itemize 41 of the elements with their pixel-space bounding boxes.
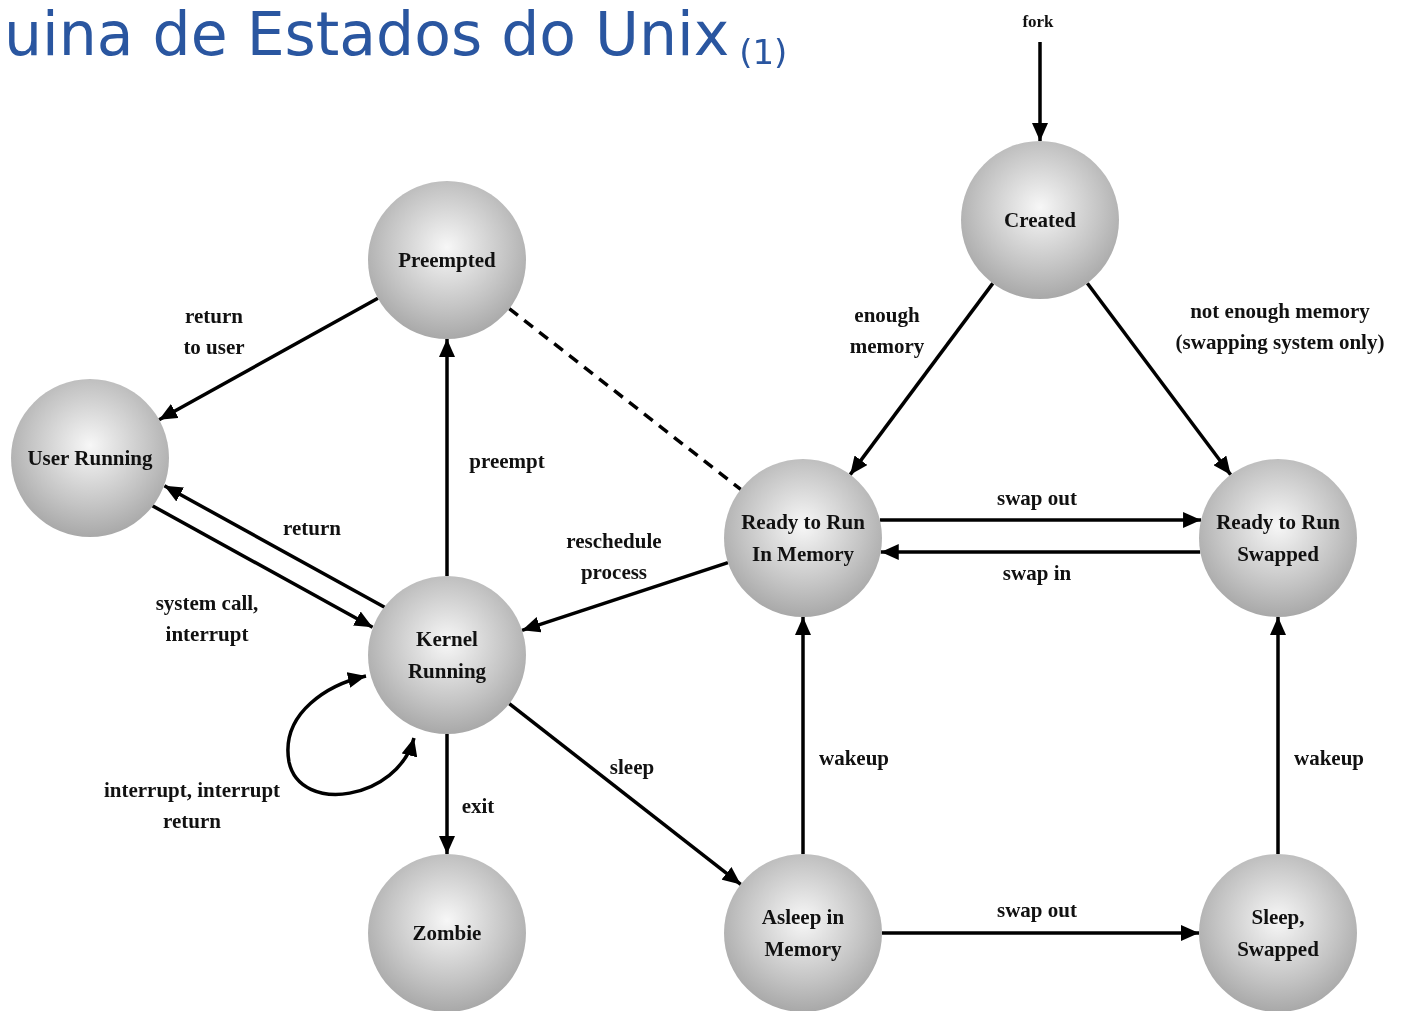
arrow [1032, 42, 1048, 141]
edge-label: swap out [996, 484, 1078, 512]
edge-label: swap out [996, 896, 1078, 924]
edge-label: interrupt, interrupt return [102, 777, 282, 835]
arrow [882, 925, 1199, 941]
state-label: Asleep in Memory [760, 904, 846, 963]
loop-arrow [286, 672, 416, 796]
state-label: Kernel Running [406, 626, 488, 685]
edge-label: not enough memory (swapping system only) [1174, 298, 1386, 356]
state-label: Preempted [397, 247, 497, 274]
edge-label: reschedule process [565, 528, 663, 586]
arrow [508, 702, 742, 886]
arrow [521, 561, 729, 633]
edge-label: swap in [1001, 559, 1073, 587]
edge-label: wakeup [818, 744, 890, 772]
edge-label: return to user [182, 303, 246, 361]
edge-label: sleep [608, 753, 656, 781]
edge-label: exit [460, 792, 496, 820]
edge-label: fork [1021, 12, 1055, 32]
arrow [158, 296, 379, 422]
arrow [1270, 617, 1286, 854]
state-label: Sleep, Swapped [1236, 904, 1320, 963]
state-label: Zombie [411, 920, 483, 947]
edge-label: system call, interrupt [154, 590, 260, 648]
state-label: Ready to Run In Memory [740, 509, 866, 568]
arrow [848, 282, 995, 476]
arrow [795, 617, 811, 854]
arrow [439, 339, 455, 576]
arrow [163, 484, 386, 609]
state-label: Created [1003, 207, 1077, 234]
state-label: Ready to Run Swapped [1215, 509, 1341, 568]
arrow [879, 512, 1202, 528]
edge-label: wakeup [1293, 744, 1365, 772]
edge-label: preempt [468, 447, 546, 475]
arrow [151, 504, 374, 629]
edge-label: enough memory [848, 302, 926, 360]
state-label: User Running [26, 445, 154, 472]
arrow [1085, 282, 1233, 476]
slide-title: uina de Estados do Unix$_{(1)}$ [4, 2, 788, 66]
arrow [439, 734, 455, 854]
edge-label: return [282, 514, 342, 542]
